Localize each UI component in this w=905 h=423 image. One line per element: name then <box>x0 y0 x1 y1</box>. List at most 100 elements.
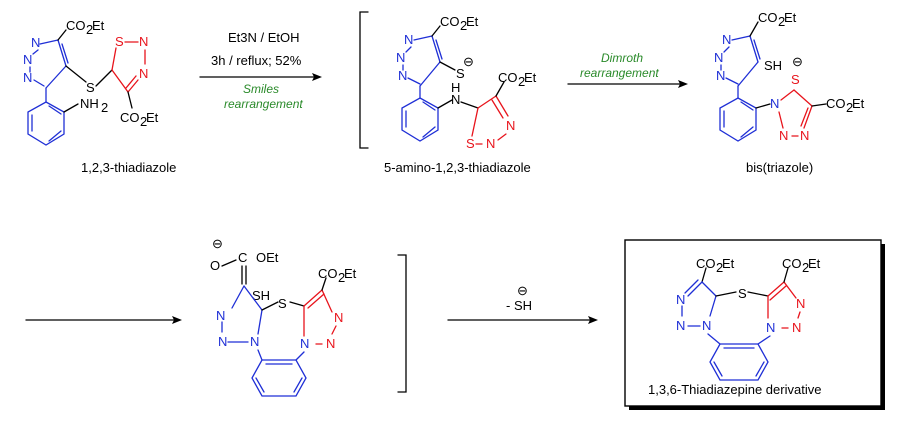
svg-text:N: N <box>792 320 801 335</box>
svg-text:2: 2 <box>101 100 108 115</box>
svg-text:CO: CO <box>826 96 846 111</box>
svg-text:C: C <box>238 250 247 265</box>
compound-5-structure: CO 2 Et N N N S N N N CO 2 Et <box>676 256 821 381</box>
svg-text:CO: CO <box>696 256 716 271</box>
svg-text:⊖: ⊖ <box>212 236 223 251</box>
step1-note-line1: Smiles <box>243 82 279 96</box>
svg-text:S: S <box>791 72 800 87</box>
svg-text:N: N <box>800 128 809 143</box>
product-box-shadow-right <box>881 244 885 410</box>
svg-text:N: N <box>139 66 148 81</box>
svg-text:OEt: OEt <box>256 250 279 265</box>
svg-text:N: N <box>31 35 40 50</box>
svg-text:⊖: ⊖ <box>463 54 474 69</box>
svg-text:S: S <box>456 66 465 81</box>
svg-text:N: N <box>250 334 259 349</box>
svg-text:CO: CO <box>66 18 86 33</box>
compound-5-label: 1,3,6-Thiadiazepine derivative <box>648 382 821 397</box>
svg-text:N: N <box>779 128 788 143</box>
svg-text:Et: Et <box>852 96 865 111</box>
svg-text:SH: SH <box>764 58 782 73</box>
svg-text:2: 2 <box>802 260 809 275</box>
svg-text:2: 2 <box>716 260 723 275</box>
compound-3-label: bis(triazole) <box>746 160 813 175</box>
svg-text:CO: CO <box>440 14 460 29</box>
svg-text:N: N <box>326 336 335 351</box>
svg-text:N: N <box>486 136 495 151</box>
svg-text:H: H <box>451 80 460 95</box>
svg-text:S: S <box>466 136 475 151</box>
svg-text:N: N <box>139 34 148 49</box>
svg-text:Et: Et <box>344 266 357 281</box>
svg-text:2: 2 <box>86 22 93 37</box>
svg-text:N: N <box>334 310 343 325</box>
svg-text:N: N <box>796 296 805 311</box>
svg-text:N: N <box>770 96 779 111</box>
svg-text:⊖: ⊖ <box>792 54 803 69</box>
bracket-right <box>397 254 407 393</box>
compound-4-structure: ⊖ O C OEt SH N N N S N N N CO 2 Et <box>210 236 357 397</box>
svg-text:N: N <box>451 92 460 107</box>
arrow-head-2 <box>678 80 688 88</box>
svg-text:CO: CO <box>758 10 778 25</box>
svg-text:S: S <box>115 34 124 49</box>
svg-text:2: 2 <box>518 74 525 89</box>
step4-reagent: - SH <box>506 298 532 313</box>
svg-text:Et: Et <box>784 10 797 25</box>
svg-text:N: N <box>766 320 775 335</box>
svg-text:O: O <box>210 258 220 273</box>
compound-2-structure: N N N CO 2 Et S ⊖ N H N N S <box>396 14 537 151</box>
thiolate-charge: ⊖ <box>517 283 528 298</box>
svg-text:N: N <box>722 32 731 47</box>
svg-text:2: 2 <box>778 14 785 29</box>
svg-text:CO: CO <box>120 110 140 125</box>
compound-3-structure: N N N CO 2 Et SH ⊖ N S N N CO 2 <box>714 10 865 143</box>
step2-note-line1: Dimroth <box>601 51 643 65</box>
svg-text:Et: Et <box>92 18 105 33</box>
svg-text:N: N <box>404 32 413 47</box>
svg-text:S: S <box>278 296 287 311</box>
arrow-head-4 <box>588 316 598 324</box>
svg-text:N: N <box>716 68 725 83</box>
svg-text:2: 2 <box>846 100 853 115</box>
svg-text:N: N <box>398 68 407 83</box>
svg-text:Et: Et <box>466 14 479 29</box>
svg-text:N: N <box>216 308 225 323</box>
svg-text:N: N <box>702 318 711 333</box>
svg-text:N: N <box>23 52 32 67</box>
product-box-shadow-bottom <box>629 406 885 410</box>
bracket-left <box>359 11 369 149</box>
svg-text:N: N <box>676 318 685 333</box>
svg-text:N: N <box>300 336 309 351</box>
compound-2-label: 5-amino-1,2,3-thiadiazole <box>384 160 531 175</box>
svg-text:N: N <box>714 50 723 65</box>
svg-text:N: N <box>23 70 32 85</box>
step1-note-line2: rearrangement <box>224 97 303 111</box>
svg-text:2: 2 <box>338 270 345 285</box>
svg-text:Et: Et <box>722 256 735 271</box>
svg-text:N: N <box>396 50 405 65</box>
svg-text:Et: Et <box>524 70 537 85</box>
compound-1-label: 1,2,3-thiadiazole <box>81 160 176 175</box>
arrow-head-3 <box>172 316 182 324</box>
svg-text:CO: CO <box>318 266 338 281</box>
svg-text:NH: NH <box>80 96 99 111</box>
arrow-head-1 <box>312 73 322 81</box>
svg-text:N: N <box>676 292 685 307</box>
step2-note-line2: rearrangement <box>580 66 659 80</box>
svg-text:2: 2 <box>140 114 147 129</box>
svg-text:S: S <box>738 286 747 301</box>
step1-reagent: Et3N / EtOH <box>228 30 300 45</box>
svg-text:Et: Et <box>146 110 159 125</box>
svg-text:Et: Et <box>808 256 821 271</box>
svg-text:N: N <box>506 118 515 133</box>
step1-conditions: 3h / reflux; 52% <box>211 53 302 68</box>
compound-1-structure: N N N CO 2 Et S S N N CO 2 Et <box>23 18 159 146</box>
svg-text:CO: CO <box>782 256 802 271</box>
svg-text:2: 2 <box>460 18 467 33</box>
svg-text:SH: SH <box>252 288 270 303</box>
svg-text:CO: CO <box>498 70 518 85</box>
svg-text:N: N <box>218 334 227 349</box>
svg-text:S: S <box>86 80 95 95</box>
